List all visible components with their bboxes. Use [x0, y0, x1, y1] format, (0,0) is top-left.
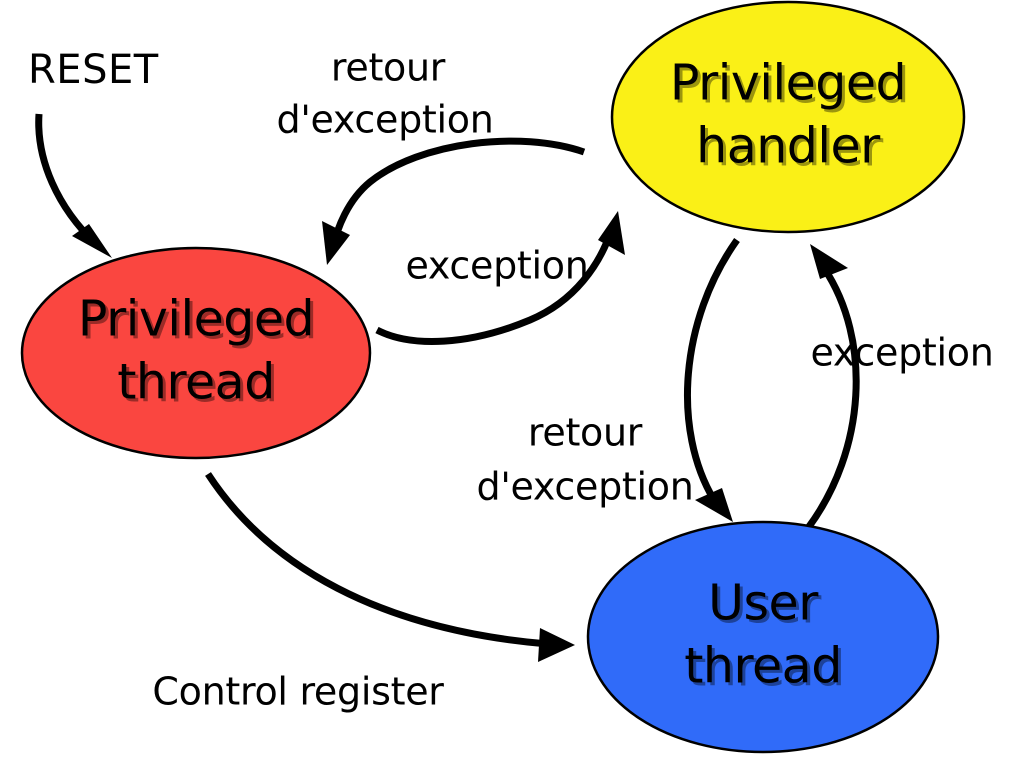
user-to-handler-arrow-head	[810, 244, 848, 279]
edge-reset-to-privileged-thread	[35, 113, 112, 258]
reset-arrow-path	[35, 113, 99, 247]
handler-to-user-arrow-path	[684, 237, 740, 502]
user-thread-label-line2-shadow: thread	[687, 641, 845, 698]
control-register-arrow-head	[538, 628, 575, 662]
privileged-thread-ellipse[interactable]	[20, 246, 372, 460]
privileged-thread-label-line1-shadow: Privileged	[81, 294, 317, 351]
reset-arrow-head	[72, 224, 112, 258]
edge-label-handler-to-thread-line1: retour	[331, 46, 446, 90]
handler-to-thread-arrow-path	[329, 137, 586, 249]
privileged-handler-label-line2: handler	[696, 118, 881, 175]
edge-thread-to-user-control-register	[205, 472, 575, 662]
user-thread-ellipse[interactable]	[586, 520, 940, 754]
edge-label-thread-to-handler-exception: exception	[405, 244, 588, 288]
user-to-handler-arrow-path	[805, 266, 860, 531]
privileged-handler-label-line1: Privileged	[670, 55, 906, 112]
edge-user-to-handler-exception	[805, 244, 860, 531]
edge-label-handler-to-thread-line2: d'exception	[277, 98, 494, 142]
edge-label-handler-to-user-line2: d'exception	[477, 465, 694, 509]
edge-label-handler-to-user-line1: retour	[528, 411, 643, 455]
edge-label-reset: RESET	[28, 47, 159, 93]
edge-label-control-register: Control register	[152, 670, 444, 714]
thread-to-handler-arrow-path	[375, 229, 615, 345]
privileged-thread-label-line2: thread	[117, 354, 275, 411]
privileged-thread-label-line1: Privileged	[78, 291, 314, 348]
privileged-handler-label-line2-shadow: handler	[699, 121, 884, 178]
privileged-handler-label-line1-shadow: Privileged	[673, 58, 909, 115]
edge-label-user-to-handler-exception: exception	[810, 331, 993, 375]
control-register-arrow-path	[205, 472, 549, 648]
node-privileged-thread[interactable]: Privileged Privileged thread thread	[20, 246, 372, 460]
handler-to-user-arrow-head	[695, 488, 733, 522]
privileged-handler-ellipse[interactable]	[610, 0, 966, 234]
handler-to-thread-arrow-head	[322, 221, 350, 265]
node-user-thread[interactable]: User User thread thread	[586, 520, 940, 754]
user-thread-label-line1-shadow: User	[711, 578, 822, 635]
user-thread-label-line1: User	[708, 575, 819, 632]
node-privileged-handler[interactable]: Privileged Privileged handler handler	[610, 0, 966, 234]
edge-handler-to-thread-return	[322, 137, 586, 265]
edge-handler-to-user-return	[684, 237, 740, 522]
privileged-thread-label-line2-shadow: thread	[120, 357, 278, 414]
thread-to-handler-arrow-head	[598, 211, 625, 255]
edge-thread-to-handler-exception	[375, 211, 625, 345]
user-thread-label-line2: thread	[684, 638, 842, 695]
